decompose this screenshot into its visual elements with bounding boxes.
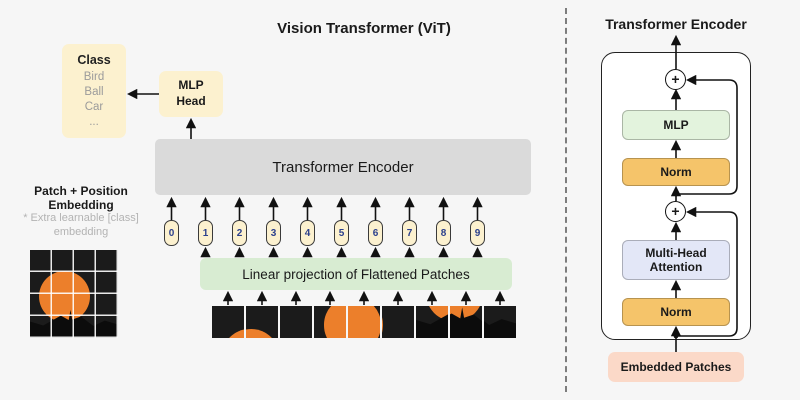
sunset-image <box>212 306 244 338</box>
token-7: 7 <box>402 220 417 246</box>
token-8: 8 <box>436 220 451 246</box>
sunset-image <box>484 306 516 338</box>
sunset-image <box>280 306 312 338</box>
class-item: ... <box>89 115 99 128</box>
arrows-patches-to-projection <box>222 290 506 305</box>
mlp-block: MLP <box>622 110 730 140</box>
token-2: 2 <box>232 220 247 246</box>
sunset-image <box>416 306 448 338</box>
encoder-detail-title: Transformer Encoder <box>605 16 747 32</box>
image-patch <box>246 306 278 338</box>
token-0: 0 <box>164 220 179 246</box>
sunset-image <box>450 306 482 338</box>
class-item: Ball <box>84 85 104 98</box>
linear-projection-box: Linear projection of Flattened Patches <box>200 258 512 290</box>
image-patch <box>212 306 244 338</box>
sunset-image <box>246 306 278 338</box>
patch-position-embedding-label: Patch + Position Embedding <box>34 184 128 213</box>
patch-grid-overlay <box>30 250 118 338</box>
image-patch <box>314 306 346 338</box>
class-item: Car <box>84 100 104 113</box>
encoder-detail-panel <box>601 52 751 340</box>
image-patch <box>484 306 516 338</box>
image-patch <box>280 306 312 338</box>
token-5: 5 <box>334 220 349 246</box>
arrows-tokens-to-encoder <box>166 196 483 220</box>
norm-block-bottom: Norm <box>622 298 730 326</box>
multi-head-attention-block: Multi-Head Attention <box>622 240 730 280</box>
page-title: Vision Transformer (ViT) <box>277 20 451 37</box>
token-1: 1 <box>198 220 213 246</box>
residual-add-top: + <box>665 69 686 90</box>
section-divider <box>565 8 567 392</box>
patch-embedding-token-row: 0 1 2 3 4 5 6 7 8 9 <box>164 220 485 246</box>
sunset-image <box>314 306 346 338</box>
class-output-box: Class Bird Ball Car ... <box>62 44 126 138</box>
sunset-image <box>348 306 380 338</box>
class-box-title: Class <box>77 53 111 67</box>
transformer-encoder-box: Transformer Encoder <box>155 139 531 195</box>
image-patch <box>348 306 380 338</box>
sunset-image <box>382 306 414 338</box>
input-image <box>30 250 118 338</box>
image-patch <box>382 306 414 338</box>
class-item: Bird <box>83 71 105 83</box>
token-3: 3 <box>266 220 281 246</box>
residual-add-mid: + <box>665 201 686 222</box>
token-4: 4 <box>300 220 315 246</box>
token-9: 9 <box>470 220 485 246</box>
embedded-patches-box: Embedded Patches <box>608 352 744 382</box>
image-patch <box>416 306 448 338</box>
mlp-head-box: MLP Head <box>159 71 223 117</box>
image-patch <box>450 306 482 338</box>
class-embedding-note: * Extra learnable [class] embedding <box>23 212 139 238</box>
flattened-patch-row <box>212 306 516 338</box>
arrows-projection-to-tokens <box>200 246 483 258</box>
norm-block-top: Norm <box>622 158 730 186</box>
token-6: 6 <box>368 220 383 246</box>
